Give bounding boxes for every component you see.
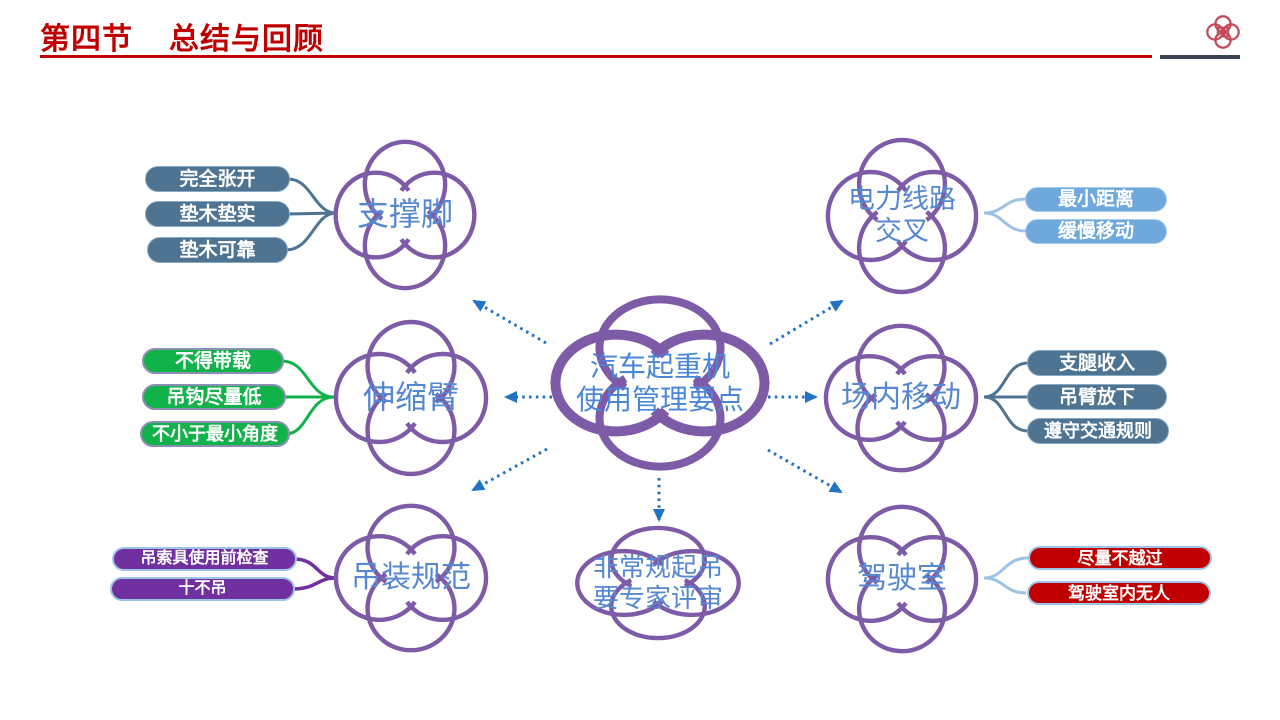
tag-pill: 完全张开 [145,166,290,192]
tag-pill: 不小于最小角度 [140,421,290,447]
node-non-routine-lift: 非常规起吊 要专家评审 [573,525,743,641]
fork-support-legs [285,177,337,252]
tag-pill: 不得带载 [142,348,284,374]
tag-pill: 十不吊 [110,577,295,601]
fork-power-line-crossing [983,197,1027,233]
title-text: 总结与回顾 [169,23,324,56]
tag-pill: 吊臂放下 [1027,384,1167,410]
center-node: 汽车起重机 使用管理要点 [550,295,770,471]
tag-pill: 垫木可靠 [147,237,288,263]
fork-lifting-standards [291,557,337,591]
node-lifting-standards: 吊装规范 [332,502,490,654]
clover-shape [332,318,490,478]
arrow-to-drivers-cab [767,448,843,494]
node-label: 驾驶室 [857,562,947,596]
node-label: 支撑脚 [356,196,453,233]
clover-shape [573,525,743,641]
title-underline [40,55,1152,58]
tag-pill: 最小距离 [1025,187,1167,212]
fork-onsite-movement [983,361,1029,433]
node-label: 电力线路 交叉 [848,184,956,246]
header-dark-rule [1160,55,1240,59]
clover-shape [822,322,980,474]
tag-pill: 缓慢移动 [1025,219,1167,244]
node-label: 伸缩臂 [362,379,459,416]
node-label: 非常规起吊 要专家评审 [592,552,723,613]
node-support-legs: 支撑脚 [332,138,478,292]
node-telescopic-boom: 伸缩臂 [332,318,490,478]
brand-logo-icon [1206,15,1240,49]
clover-shape [332,502,490,654]
node-label: 场内移动 [841,381,961,415]
arrow-to-support-legs [472,299,547,345]
tag-pill: 吊钩尽量低 [142,384,286,410]
arrow-to-power-line-crossing [769,299,844,346]
tag-pill: 吊索具使用前检查 [112,547,297,571]
arrow-to-lifting-standards [471,447,548,492]
node-drivers-cab: 驾驶室 [824,503,980,655]
clover-shape [332,138,478,292]
section-label: 第四节 [40,23,133,56]
node-onsite-movement: 场内移动 [822,322,980,474]
node-power-line-crossing: 电力线路 交叉 [824,136,980,296]
fork-telescopic-boom [281,359,335,436]
node-label: 吊装规范 [351,561,471,595]
center-node-label: 汽车起重机 使用管理要点 [575,350,744,415]
tag-pill: 垫木垫实 [145,201,290,227]
tag-pill: 驾驶室内无人 [1027,581,1211,605]
clover-shape [550,295,770,471]
tag-pill: 遵守交通规则 [1027,418,1169,444]
page-title: 第四节 总结与回顾 [40,14,324,58]
tag-pill: 尽量不越过 [1028,546,1212,570]
clover-shape [824,136,980,296]
tag-pill: 支腿收入 [1027,350,1167,376]
fork-drivers-cab [983,556,1029,595]
clover-shape [824,503,980,655]
